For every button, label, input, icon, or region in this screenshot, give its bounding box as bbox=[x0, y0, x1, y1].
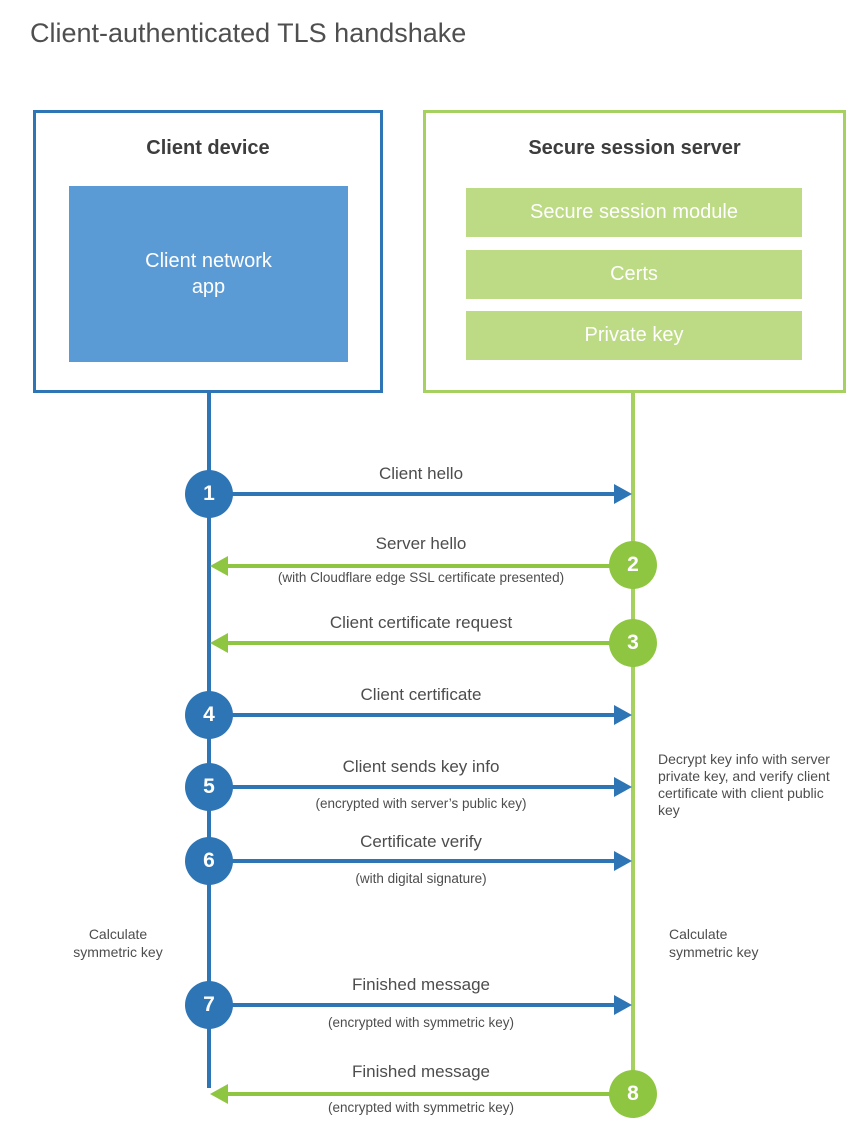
sublabel-certificate-verify: (with digital signature) bbox=[355, 871, 487, 886]
step-number-1: 1 bbox=[203, 482, 215, 505]
arrow-finished-message-server bbox=[210, 1084, 633, 1104]
sublabel-client-sends-key-info: (encrypted with server’s public key) bbox=[315, 796, 527, 811]
sublabel-finished-message-server: (encrypted with symmetric key) bbox=[327, 1100, 515, 1115]
page-title: Client-authenticated TLS handshake bbox=[30, 18, 467, 48]
step-circle-6: 6 bbox=[185, 837, 233, 885]
label-client-certificate-request: Client certificate request bbox=[329, 613, 513, 632]
step-circle-3: 3 bbox=[609, 619, 657, 667]
step-number-3: 3 bbox=[627, 631, 639, 654]
step-circle-5: 5 bbox=[185, 763, 233, 811]
sublabel-finished-message-client: (encrypted with symmetric key) bbox=[327, 1015, 515, 1030]
note-calculate-symmetric-key-server: Calculate symmetric key bbox=[669, 926, 759, 960]
note-decrypt-key-info: Decrypt key info with server private key… bbox=[658, 751, 830, 818]
client-network-app-box: Client network app bbox=[69, 186, 348, 362]
label-server-hello: Server hello bbox=[375, 534, 467, 553]
note-calculate-symmetric-key-client: Calculate symmetric key bbox=[73, 926, 163, 960]
label-finished-message-server: Finished message bbox=[352, 1062, 490, 1081]
server-module-private-key: Private key bbox=[466, 311, 802, 360]
arrow-client-hello bbox=[209, 484, 632, 504]
step-circle-7: 7 bbox=[185, 981, 233, 1029]
label-client-sends-key-info: Client sends key info bbox=[342, 757, 500, 776]
server-module-certs: Certs bbox=[466, 250, 802, 299]
client-device-title: Client device bbox=[146, 137, 270, 159]
arrow-client-certificate-request bbox=[210, 633, 633, 653]
step-number-6: 6 bbox=[203, 849, 215, 872]
step-number-5: 5 bbox=[203, 775, 215, 798]
label-certificate-verify: Certificate verify bbox=[360, 832, 482, 851]
step-circle-2: 2 bbox=[609, 541, 657, 589]
client-lifeline bbox=[207, 390, 211, 1088]
step-number-7: 7 bbox=[203, 993, 215, 1016]
label-client-hello: Client hello bbox=[378, 464, 464, 483]
server-module-secure-session: Secure session module bbox=[466, 188, 802, 237]
server-lifeline bbox=[631, 390, 635, 1094]
arrow-client-sends-key-info bbox=[209, 777, 632, 797]
label-client-certificate: Client certificate bbox=[360, 685, 482, 704]
arrow-server-hello bbox=[210, 556, 633, 576]
step-number-8: 8 bbox=[627, 1082, 639, 1105]
client-network-app-label: Client network app bbox=[145, 250, 272, 298]
step-number-4: 4 bbox=[203, 703, 215, 726]
arrow-client-certificate bbox=[209, 705, 632, 725]
arrow-certificate-verify bbox=[209, 851, 632, 871]
arrow-finished-message-client bbox=[209, 995, 632, 1015]
step-circle-4: 4 bbox=[185, 691, 233, 739]
step-number-2: 2 bbox=[627, 553, 639, 576]
sublabel-server-hello: (with Cloudflare edge SSL certificate pr… bbox=[277, 570, 565, 585]
step-circle-1: 1 bbox=[185, 470, 233, 518]
secure-session-server-title: Secure session server bbox=[528, 137, 741, 159]
step-circle-8: 8 bbox=[609, 1070, 657, 1118]
label-finished-message-client: Finished message bbox=[352, 975, 490, 994]
